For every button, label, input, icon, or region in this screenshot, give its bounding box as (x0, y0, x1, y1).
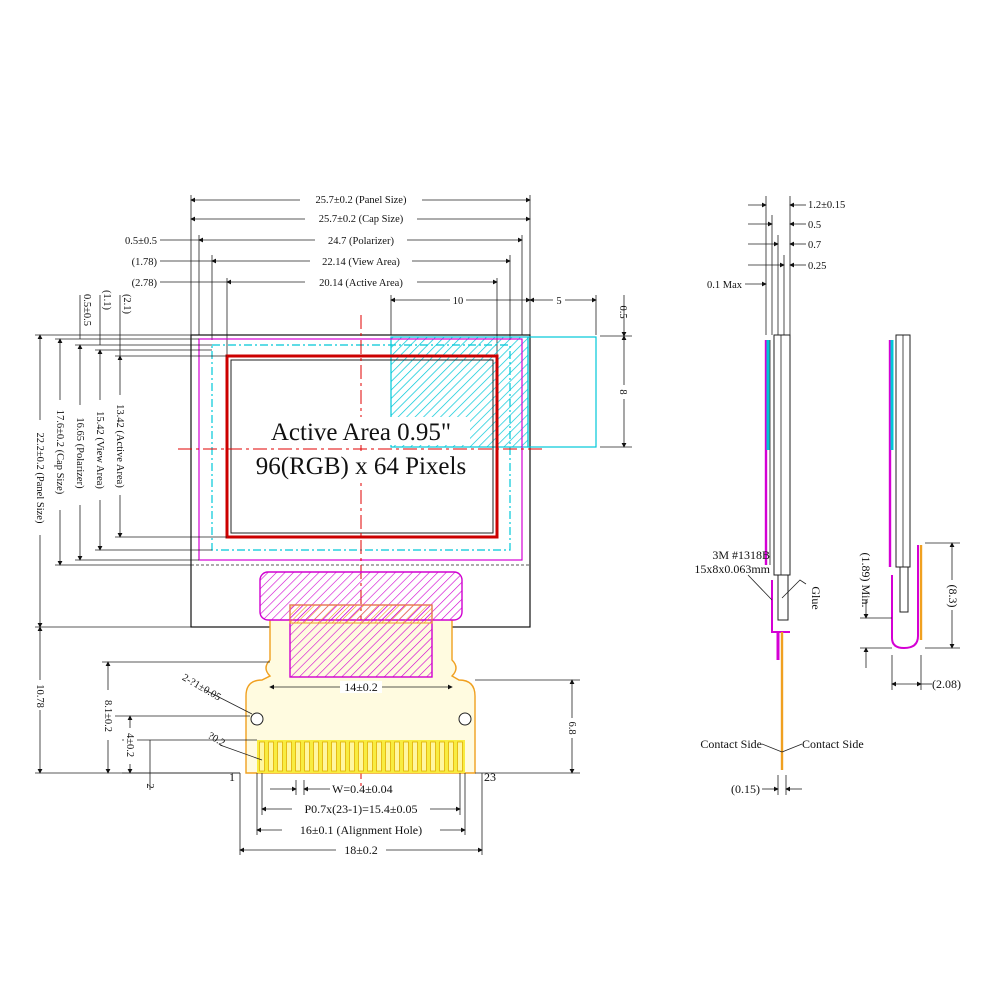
dim-panel-size: 25.7±0.2 (Panel Size) (316, 195, 407, 206)
active-area-outline (225, 354, 499, 539)
contact-side-right: Contact Side (802, 737, 864, 751)
fpc-pin (340, 741, 346, 772)
dim-cap-size: 25.7±0.2 (Cap Size) (319, 214, 404, 225)
dim-polarizer: 24.7 (Polarizer) (328, 236, 394, 247)
dim-side-max: 0.1 Max (707, 280, 743, 291)
fpc-pin (421, 741, 427, 772)
fpc-pin (277, 741, 283, 772)
dim-view-offset: (1.78) (132, 257, 158, 268)
fpc-pin (304, 741, 310, 772)
fpc-pin (331, 741, 337, 772)
dim-pin-width: W=0.4±0.04 (332, 782, 393, 796)
dim-side-05: 0.5 (808, 220, 821, 231)
contact-side-left: Contact Side (700, 737, 762, 751)
fpc-pin (448, 741, 454, 772)
pin-23-label: 23 (484, 770, 496, 784)
fpc-pin (457, 741, 463, 772)
tape-size-label: 15x8x0.063mm (694, 562, 770, 576)
dim-side-83: (8.3) (946, 585, 960, 608)
dim-fpc-4: 4±0.2 (124, 733, 135, 757)
dim-active-offset: (2.78) (132, 278, 158, 289)
dim-fpc-14: 14±0.2 (344, 680, 378, 694)
active-area-title: Active Area 0.95" (271, 419, 451, 446)
fpc-pin (412, 741, 418, 772)
dim-left-polarizer: 16.65 (Polarizer) (74, 417, 85, 489)
fpc-pin (385, 741, 391, 772)
alignment-hole-left (250, 712, 264, 726)
dim-side-12: 1.2±0.15 (808, 200, 845, 211)
fpc-pin (430, 741, 436, 772)
pixel-resolution-title: 96(RGB) x 64 Pixels (256, 453, 466, 480)
dim-fpc-81: 8.1±0.2 (102, 700, 113, 732)
dim-fpc-total: 18±0.2 (344, 843, 378, 857)
dim-view-area: 22.14 (View Area) (322, 257, 400, 268)
dim-pol-offset: 0.5±0.5 (125, 236, 157, 247)
fpc-pin (295, 741, 301, 772)
side-view-bent: (1.89) Min. (8.3) (2.08) (859, 334, 961, 691)
fpc-pin (313, 741, 319, 772)
cyan-protective-tab (527, 336, 597, 448)
fpc-pin (367, 741, 373, 772)
alignment-hole-right (458, 712, 472, 726)
dim-side-07: 0.7 (808, 240, 821, 251)
glue-label: Glue (809, 586, 823, 609)
side-view-main: 1.2±0.15 0.5 0.7 0.25 0.1 Max 3M #1318B … (694, 196, 864, 796)
fpc-pin (439, 741, 445, 772)
fpc-pin (322, 741, 328, 772)
dim-ten: 10 (453, 296, 464, 307)
dim-alignment-hole: 16±0.1 (Alignment Hole) (300, 823, 422, 837)
dim-left-half: 0.5±0.5 (81, 294, 92, 326)
fpc-pin (358, 741, 364, 772)
fpc-pin (259, 741, 265, 772)
dim-fpc-68: 6.8 (566, 721, 577, 734)
fpc-pin (394, 741, 400, 772)
dim-side-015: (0.15) (731, 782, 760, 796)
top-dimension-labels: 25.7±0.2 (Panel Size) 25.7±0.2 (Cap Size… (125, 193, 565, 307)
dim-left-21: (2.1) (121, 294, 132, 315)
fpc-pin (376, 741, 382, 772)
fpc-dimension-labels: 14±0.2 2-?1±0.05 ?0.2 8.1±0.2 4±0.2 2 6.… (102, 672, 579, 857)
fpc-pin (349, 741, 355, 772)
dim-side-025: 0.25 (808, 261, 826, 272)
dim-left-11: (1.1) (101, 290, 112, 311)
dim-half-right: 0.5 (617, 305, 628, 318)
dim-fpc-2: 2 (144, 783, 155, 788)
dim-pitch: P0.7x(23-1)=15.4±0.05 (304, 802, 417, 816)
dim-five: 5 (556, 296, 561, 307)
dim-active-area: 20.14 (Active Area) (319, 278, 403, 289)
dim-eight: 8 (617, 389, 628, 394)
dim-left-total: 10.78 (34, 684, 45, 708)
dim-hole-dia: 2-?1±0.05 (180, 672, 223, 703)
dim-left-cap: 17.6±0.2 (Cap Size) (54, 410, 65, 495)
dim-side-min: (1.89) Min. (859, 553, 873, 608)
dim-left-panel: 22.2±0.2 (Panel Size) (34, 433, 45, 524)
tape-label: 3M #1318B (712, 548, 770, 562)
fpc-pin (268, 741, 274, 772)
fpc-pins (259, 741, 463, 772)
left-dimension-labels: 0.5±0.5 (1.1) (2.1) 13.42 (Active Area) … (34, 290, 132, 710)
dim-side-208: (2.08) (932, 677, 961, 691)
fpc-pin (403, 741, 409, 772)
right-dims: 0.5 8 (600, 295, 632, 448)
dim-left-view: 15.42 (View Area) (94, 411, 105, 489)
fpc-pin (286, 741, 292, 772)
pin-1-label: 1 (229, 770, 235, 784)
dim-left-active: 13.42 (Active Area) (114, 404, 125, 488)
